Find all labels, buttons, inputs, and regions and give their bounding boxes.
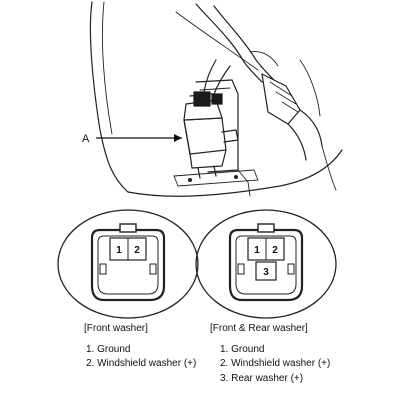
side-key-right [149, 263, 157, 275]
callout-a: A [82, 133, 182, 145]
front-rear-legend-item-2: 2. Windshield washer (+) [220, 358, 331, 369]
connector-housing [90, 228, 166, 302]
front-rear-washer-caption: [Front & Rear washer] [210, 323, 308, 334]
side-key-left [99, 263, 107, 275]
pin-2-label: 2 [272, 245, 278, 256]
pin-2-label: 2 [134, 245, 140, 256]
locking-tab [257, 223, 275, 233]
front-rear-legend-item-1: 1. Ground [220, 344, 265, 355]
pin-3-label: 3 [263, 267, 269, 278]
connector-outline [195, 209, 337, 319]
connector-outline [57, 209, 199, 319]
callout-label: A [82, 133, 90, 145]
side-key-right [287, 263, 295, 275]
pin-3-block [255, 261, 277, 281]
vehicle-illustration [89, 1, 343, 197]
front-washer-caption: [Front washer] [84, 323, 148, 334]
front-legend-item-1: 1. Ground [86, 344, 131, 355]
front-rear-washer-connector: 1 2 3 [195, 209, 337, 319]
front-rear-legend-item-3: 3. Rear washer (+) [220, 373, 304, 384]
front-legend-item-2: 2. Windshield washer (+) [86, 358, 197, 369]
side-key-left [237, 263, 245, 275]
connector-inner-wall [235, 235, 297, 295]
pin-1-label: 1 [116, 245, 122, 256]
locking-tab [119, 223, 137, 233]
pin-1-label: 1 [254, 245, 260, 256]
front-washer-connector: 1 2 [57, 209, 199, 319]
connector-inner-wall [97, 235, 159, 295]
callout-arrowhead [174, 134, 182, 142]
connector-housing [228, 228, 304, 302]
